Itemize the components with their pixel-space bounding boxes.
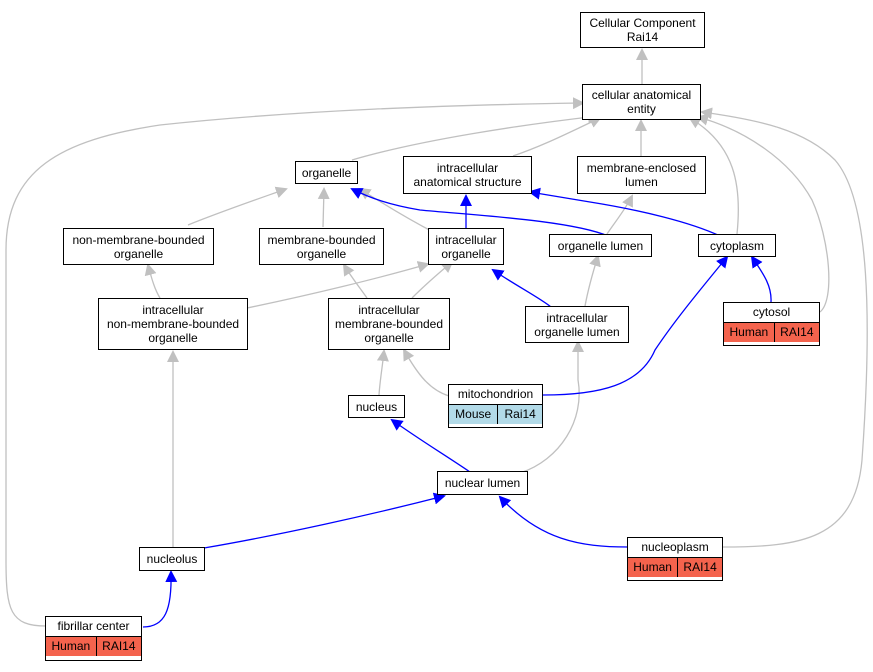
node-non-membrane-bounded-organelle[interactable]: non-membrane-bounded organelle	[63, 228, 214, 265]
node-nucleolus[interactable]: nucleolus	[139, 547, 205, 571]
edge-mito-imbo	[403, 348, 450, 397]
node-label-line: intracellular	[142, 303, 204, 317]
node-label-line: nuclear lumen	[444, 476, 521, 490]
species-tag: Mouse	[449, 405, 498, 424]
node-label-line: nucleolus	[146, 552, 198, 566]
edge-ias-cae	[512, 116, 602, 157]
edge-nl-iol	[519, 340, 584, 474]
node-membrane-enclosed-lumen[interactable]: membrane-enclosed lumen	[577, 156, 706, 194]
edge-fc-nucleolus	[142, 570, 178, 628]
edge-inmbo-nmbo	[144, 263, 161, 299]
node-label: cytosol	[724, 303, 819, 323]
node-label-line: membrane-enclosed	[586, 161, 697, 175]
node-label: fibrillar center	[46, 617, 141, 637]
edge-io-organelle	[358, 187, 436, 234]
node-label-line: nucleus	[355, 399, 398, 414]
node-label-line: organelle	[113, 246, 164, 261]
node-label-line: Cellular Component	[589, 16, 696, 30]
node-label-line: non-membrane-bounded	[106, 317, 240, 331]
node-cytosol[interactable]: cytosol Human RAI14	[723, 302, 820, 346]
edge-nucleolus-nl	[203, 492, 446, 549]
node-organelle[interactable]: organelle	[295, 161, 358, 184]
node-label-line: non-membrane-bounded	[72, 232, 205, 247]
edge-cyto-cae	[688, 116, 740, 235]
edge-iol-ol	[584, 254, 601, 307]
edge-nmbo-organelle	[187, 186, 288, 226]
edge-ol-mel	[606, 194, 633, 235]
node-label-line: Rai14	[626, 30, 659, 44]
node-label-line: cellular anatomical	[591, 88, 692, 102]
node-label-line: entity	[627, 102, 656, 116]
edge-fc-cae	[5, 97, 585, 627]
node-nucleoplasm[interactable]: nucleoplasm Human RAI14	[627, 537, 723, 581]
node-organelle-lumen[interactable]: organelle lumen	[549, 234, 652, 257]
edge-inmbo-io	[246, 261, 430, 309]
node-label-line: membrane-bounded	[334, 317, 444, 331]
annotation-tags: Human RAI14	[724, 323, 820, 342]
node-nucleus[interactable]: nucleus	[348, 395, 405, 418]
edge-nl-nucleus	[390, 418, 471, 473]
node-intracellular-anatomical-structure[interactable]: intracellular anatomical structure	[403, 156, 532, 194]
node-label-line: organelle lumen	[557, 238, 644, 253]
node-fibrillar-center[interactable]: fibrillar center Human RAI14	[45, 616, 142, 661]
node-membrane-bounded-organelle[interactable]: membrane-bounded organelle	[259, 228, 384, 265]
edge-mito-cyto	[542, 255, 729, 396]
annotation-tags: Human RAI14	[628, 558, 723, 577]
node-label-line: intracellular	[436, 161, 499, 175]
gene-tag: RAI14	[773, 323, 820, 342]
gene-tag: RAI14	[677, 558, 723, 577]
node-intracellular-organelle-lumen[interactable]: intracellular organelle lumen	[525, 306, 629, 343]
node-label-line: anatomical structure	[413, 175, 522, 189]
edge-iol-io	[491, 268, 552, 308]
node-cellular-anatomical-entity[interactable]: cellular anatomical entity	[582, 84, 701, 120]
species-tag: Human	[46, 637, 96, 656]
node-label: mitochondrion	[449, 385, 542, 405]
annotation-tags: Mouse Rai14	[449, 405, 543, 424]
edge-nucleoplasm-cae	[700, 107, 868, 548]
node-intracellular-organelle[interactable]: intracellular organelle	[428, 228, 504, 265]
node-mitochondrion[interactable]: mitochondrion Mouse Rai14	[448, 384, 543, 428]
edge-nucleus-imbo	[376, 349, 389, 396]
node-label-line: intracellular	[546, 310, 608, 325]
node-label-line: intracellular	[435, 232, 497, 247]
node-label-line: organelle	[296, 246, 347, 261]
node-label-line: organelle	[364, 331, 414, 345]
node-label-line: organelle	[148, 331, 198, 345]
edge-cyto-ias	[528, 187, 721, 237]
node-intracellular-membrane-bounded-organelle[interactable]: intracellular membrane-bounded organelle	[328, 298, 450, 350]
edge-nucleoplasm-nl	[498, 495, 629, 548]
node-label-line: membrane-bounded	[267, 232, 376, 247]
gene-tag: Rai14	[497, 405, 543, 424]
node-label-line: lumen	[625, 175, 658, 189]
gene-tag: RAI14	[95, 637, 142, 656]
species-tag: Human	[628, 558, 678, 577]
species-tag: Human	[724, 323, 774, 342]
node-label-line: cytoplasm	[709, 238, 765, 253]
node-cytoplasm[interactable]: cytoplasm	[698, 234, 776, 257]
edge-mbo-organelle	[317, 187, 330, 228]
node-label-line: intracellular	[358, 303, 420, 317]
annotation-tags: Human RAI14	[46, 637, 142, 656]
node-label: nucleoplasm	[628, 538, 722, 558]
edge-imbo-mbo	[342, 263, 368, 299]
node-label-line: organelle	[441, 246, 491, 261]
node-label-line: organelle lumen	[534, 324, 620, 339]
node-label-line: organelle	[301, 165, 352, 180]
node-cellular-component-root[interactable]: Cellular Component Rai14	[580, 12, 705, 48]
node-nuclear-lumen[interactable]: nuclear lumen	[437, 471, 528, 495]
edge-ol-organelle	[350, 188, 609, 237]
edge-organelle-cae	[351, 111, 600, 161]
node-intracellular-non-membrane-bounded-organelle[interactable]: intracellular non-membrane-bounded organ…	[98, 298, 248, 350]
edge-cytosol-cae	[696, 113, 830, 313]
edge-cytosol-cyto	[750, 255, 772, 303]
